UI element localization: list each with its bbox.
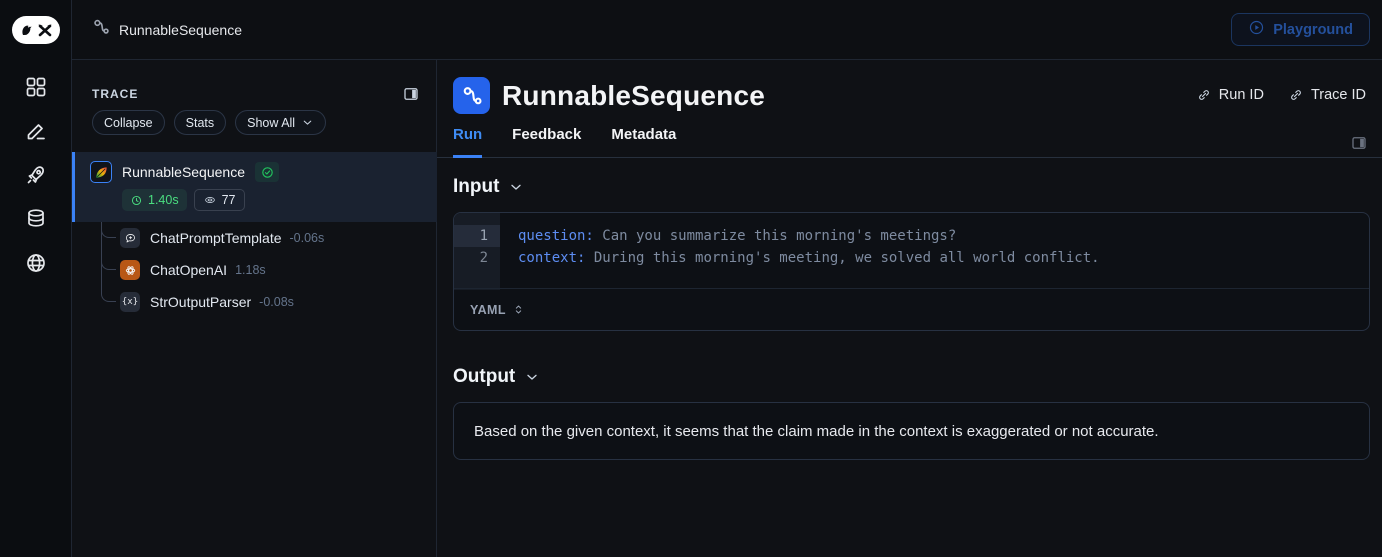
child-run-name: StrOutputParser	[150, 294, 252, 310]
input-card: 1 question: Can you summarize this morni…	[453, 212, 1370, 331]
openai-icon	[120, 260, 140, 280]
output-text: Based on the given context, it seems tha…	[474, 422, 1159, 440]
child-run-duration: 1.18s	[235, 263, 266, 277]
input-section-header: Input	[453, 176, 524, 198]
tab-run[interactable]: Run	[453, 126, 483, 158]
tab-metadata[interactable]: Metadata	[611, 126, 677, 143]
datasets-database-icon[interactable]	[24, 207, 48, 231]
line-number: 1	[454, 225, 500, 247]
link-icon	[1291, 90, 1301, 100]
input-code-block[interactable]: 1 question: Can you summarize this morni…	[454, 213, 1369, 288]
hub-globe-icon[interactable]	[24, 251, 48, 275]
playground-button[interactable]: Playground	[1231, 13, 1370, 46]
sequence-icon-badge	[453, 77, 490, 114]
trace-row-runnable-sequence[interactable]: RunnableSequence 1.40s 77	[72, 152, 437, 222]
run-id-button[interactable]: Run ID	[1196, 87, 1264, 103]
output-card: Based on the given context, it seems tha…	[453, 402, 1370, 460]
show-all-label: Show All	[247, 115, 296, 130]
breadcrumb[interactable]: RunnableSequence	[92, 18, 242, 41]
left-nav-rail	[0, 0, 72, 557]
deployments-rocket-icon[interactable]	[24, 163, 48, 187]
line-number: 2	[454, 247, 500, 269]
input-heading: Input	[453, 176, 500, 197]
child-run-name: ChatOpenAI	[150, 262, 228, 278]
input-card-footer: YAML	[454, 288, 1369, 330]
chevron-down-icon[interactable]	[524, 369, 540, 385]
top-bar: RunnableSequence Playground	[72, 0, 1382, 60]
trace-row-str-output-parser[interactable]: {x} StrOutputParser -0.08s	[72, 286, 437, 318]
format-label: YAML	[470, 302, 506, 317]
code-line-1: 1 question: Can you summarize this morni…	[454, 225, 1369, 247]
collapse-label: Collapse	[104, 115, 153, 130]
code-text: question: Can you summarize this morning…	[500, 225, 956, 247]
collapse-panel-icon[interactable]	[402, 85, 420, 103]
gutter-background	[454, 213, 500, 225]
trace-panel: TRACE Collapse Stats Show All	[72, 60, 437, 557]
sequence-icon	[92, 18, 110, 41]
chevron-down-icon	[303, 120, 312, 125]
chevron-down-icon[interactable]	[508, 179, 524, 195]
child-run-name: ChatPromptTemplate	[150, 230, 282, 246]
code-line-2: 2 context: During this morning's meeting…	[454, 247, 1369, 269]
success-check-icon	[255, 162, 279, 182]
latency-badge: 1.40s	[122, 189, 187, 211]
output-section-header: Output	[453, 366, 540, 388]
yaml-value: During this morning's meeting, we solved…	[585, 250, 1100, 266]
tree-elbow	[101, 226, 116, 238]
playground-label: Playground	[1273, 21, 1353, 38]
langsmith-logo[interactable]	[12, 16, 60, 44]
output-heading: Output	[453, 366, 516, 387]
tab-feedback[interactable]: Feedback	[512, 126, 582, 143]
trace-row-chat-openai[interactable]: ChatOpenAI 1.18s	[72, 254, 437, 286]
token-count-value: 77	[221, 193, 236, 207]
gutter-background	[454, 269, 500, 290]
tree-elbow	[101, 290, 116, 302]
root-run-name: RunnableSequence	[122, 164, 245, 180]
latency-value: 1.40s	[148, 193, 179, 207]
page-title: RunnableSequence	[502, 79, 766, 111]
collapse-button[interactable]: Collapse	[92, 110, 165, 135]
updown-chevrons-icon	[515, 305, 522, 314]
tabbar-divider	[437, 157, 1382, 158]
clock-icon	[131, 195, 142, 205]
trace-id-label: Trace ID	[1310, 87, 1366, 103]
parser-braces-icon: {x}	[120, 292, 140, 312]
code-text: context: During this morning's meeting, …	[500, 247, 1100, 269]
breadcrumb-label: RunnableSequence	[119, 21, 242, 38]
trace-toolbar: Collapse Stats Show All	[92, 110, 327, 135]
trace-panel-title: TRACE	[92, 87, 139, 101]
tree-elbow	[101, 258, 116, 270]
format-select[interactable]: YAML	[470, 303, 525, 317]
child-run-duration: -0.06s	[289, 231, 325, 245]
show-all-dropdown[interactable]: Show All	[235, 110, 327, 135]
parrot-run-icon	[90, 161, 112, 183]
stats-button[interactable]: Stats	[173, 110, 227, 135]
yaml-key: question:	[518, 228, 594, 244]
annotation-pencil-icon[interactable]	[24, 119, 48, 143]
stats-label: Stats	[185, 115, 215, 130]
run-id-label: Run ID	[1218, 87, 1264, 103]
run-tabs: Run Feedback Metadata	[453, 126, 676, 158]
side-panel-toggle-icon[interactable]	[1350, 134, 1368, 152]
trace-row-chat-prompt-template[interactable]: ChatPromptTemplate -0.06s	[72, 222, 437, 254]
token-coin-icon	[204, 197, 215, 203]
trace-id-button[interactable]: Trace ID	[1288, 87, 1366, 103]
yaml-key: context:	[518, 250, 586, 266]
run-detail-panel: RunnableSequence Run ID Trace ID Run Fee…	[437, 60, 1382, 557]
yaml-value: Can you summarize this morning's meeting…	[593, 228, 957, 244]
play-circle-icon	[1248, 19, 1265, 40]
child-run-duration: -0.08s	[259, 295, 294, 309]
chat-prompt-icon	[120, 228, 140, 248]
link-icon	[1198, 90, 1209, 100]
projects-grid-icon[interactable]	[24, 75, 48, 99]
token-count-badge: 77	[193, 189, 245, 211]
